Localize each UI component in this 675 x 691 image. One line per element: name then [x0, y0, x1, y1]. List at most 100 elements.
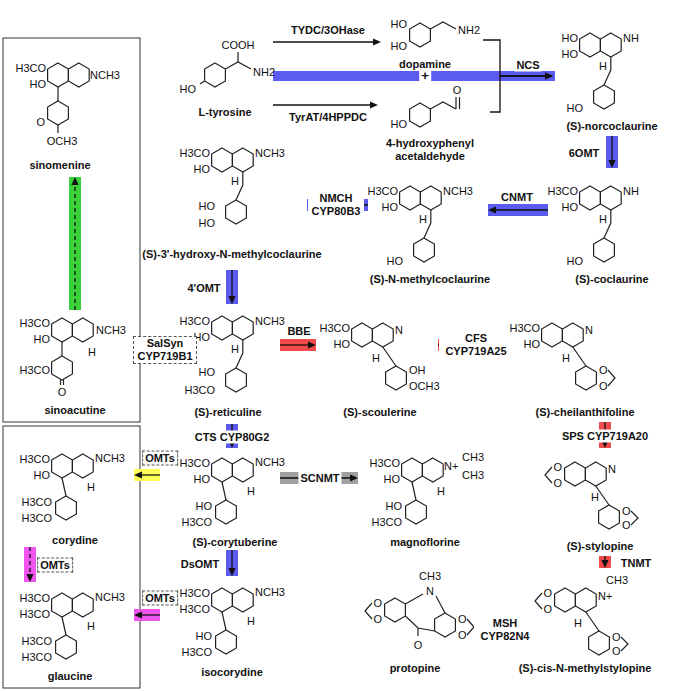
atom-label: HO	[194, 163, 211, 176]
reticuline-structure	[212, 316, 254, 392]
compound: H3COHONCH3HH3COH3COcorydine	[12, 445, 132, 547]
atom-label: H3CO	[179, 587, 210, 600]
atom-label: O	[622, 519, 631, 532]
reaction-arrow	[228, 270, 235, 304]
pathway-band	[69, 177, 81, 310]
enzyme-label: SCNMT	[298, 472, 341, 485]
atom-label: HO	[382, 201, 399, 214]
atom-label: HO	[567, 255, 584, 268]
compound: H3COH3CONCH3HHOH3COisocorydine	[160, 578, 280, 680]
atom-label: H	[599, 60, 607, 73]
atom-label: HO	[34, 469, 51, 482]
enzyme-label: CFS CYP719A25	[439, 332, 513, 358]
pathway-band	[134, 469, 160, 481]
compound-name: (S)-corytuberine	[193, 536, 278, 549]
arrow-line	[141, 474, 160, 475]
atom-label: H	[247, 615, 255, 628]
atom-label: HO	[194, 473, 211, 486]
atom-label: NH	[623, 185, 639, 198]
tyrosine-structure	[200, 52, 251, 87]
compound: HOHONH2dopamine	[383, 8, 483, 72]
arrow-head	[228, 568, 235, 576]
atom-label: H	[419, 213, 427, 226]
atom-label: H3CO	[19, 453, 50, 466]
atom-label: HO	[386, 500, 403, 513]
atom-label: N	[426, 585, 434, 598]
atom-label: NCH3	[90, 69, 120, 82]
arrow-line	[483, 40, 546, 76]
dopamine-structure	[410, 22, 456, 47]
atom-label: H	[88, 346, 96, 359]
atom-label: O	[612, 645, 621, 658]
atom-label: NCH3	[443, 185, 473, 198]
atom-label: NH	[623, 32, 639, 45]
atom-label: O	[58, 386, 67, 399]
atom-label: COOH	[222, 39, 255, 52]
atom-label: H	[87, 620, 95, 633]
arrow-head	[370, 101, 378, 108]
arrow-head	[26, 574, 33, 582]
atom-label: O	[543, 587, 552, 600]
reaction-arrow	[601, 556, 608, 568]
enzyme-label: TNMT	[619, 557, 654, 570]
atom-label: H3CO	[367, 185, 398, 198]
compound: H3COHON+CH3CH3HHOH3COmagnoflorine	[360, 450, 490, 550]
atom-label: NH2	[458, 24, 480, 37]
arrow-line	[495, 209, 548, 210]
reaction-arrow	[71, 177, 78, 310]
atom-label: H	[247, 485, 255, 498]
n-methylcoclaurine-structure	[400, 186, 442, 262]
compound: OON+CH3HOO(S)-cis-N-methylstylopine	[525, 570, 640, 678]
enzyme-label: DsOMT	[179, 558, 222, 571]
atom-label: O	[373, 613, 382, 626]
compound-name: (S)-cheilanthifoline	[536, 406, 635, 419]
pathway-band	[24, 547, 36, 582]
compound: OONCH3OOOprotopine	[345, 570, 485, 678]
atom-label: NCH3	[96, 324, 126, 337]
compound: H3COH3CONCH3HH3COH3COglaucine	[12, 584, 132, 684]
arrow-line	[273, 41, 374, 42]
compound-name: L-tyrosine	[198, 106, 251, 119]
compound-name: 4-hydroxyphenyl acetaldehyde	[380, 137, 480, 163]
enzyme-label: TYDC/3OHase	[289, 24, 367, 37]
molecule-skeletons	[48, 22, 638, 659]
isocorydine-structure	[212, 588, 254, 654]
atom-label: HO	[387, 255, 404, 268]
atom-label: HO	[384, 473, 401, 486]
atom-label: H3CO	[369, 457, 400, 470]
atom-label: HO	[391, 40, 408, 53]
compound: H3COHONCH3OOCH3sinomenine	[12, 55, 132, 175]
compound-name: (S)-cis-N-methylstylopine	[519, 662, 652, 675]
compound-name: sinoacutine	[44, 404, 105, 417]
enzyme-label: CTS CYP80G2	[193, 431, 272, 444]
compound-name: (S)-scoulerine	[343, 406, 416, 419]
atom-label: NH2	[253, 66, 275, 79]
scoulerine-structure	[352, 323, 407, 390]
pathway-band	[599, 556, 611, 568]
atom-label: H	[231, 343, 239, 356]
atom-label: OCH3	[409, 380, 440, 393]
atom-label: H	[87, 481, 95, 494]
compound-name: (S)-coclaurine	[575, 273, 648, 286]
pathway-band	[226, 550, 238, 576]
reaction-arrow	[228, 550, 235, 576]
corytuberine-structure	[212, 458, 254, 524]
atom-label: HO	[562, 201, 579, 214]
atom-label: O	[458, 629, 467, 642]
atom-label: H3CO	[179, 457, 210, 470]
atom-label: H3CO	[319, 322, 350, 335]
atom-label: NCH3	[255, 586, 285, 599]
arrow-line	[280, 344, 309, 345]
atom-label: NCH3	[95, 452, 125, 465]
atom-label: H3CO	[371, 516, 402, 529]
atom-label: CH3	[419, 570, 441, 583]
compound: H3COHONCH3HH3COOsinoacutine	[12, 310, 132, 418]
atom-label: HO	[562, 48, 579, 61]
atom-label: H3CO	[179, 315, 210, 328]
atom-label: CH3	[606, 574, 628, 587]
arrow-head	[545, 72, 553, 79]
atom-label: O	[373, 597, 382, 610]
reaction-arrow	[280, 341, 316, 348]
aldehyde-structure	[410, 97, 460, 127]
